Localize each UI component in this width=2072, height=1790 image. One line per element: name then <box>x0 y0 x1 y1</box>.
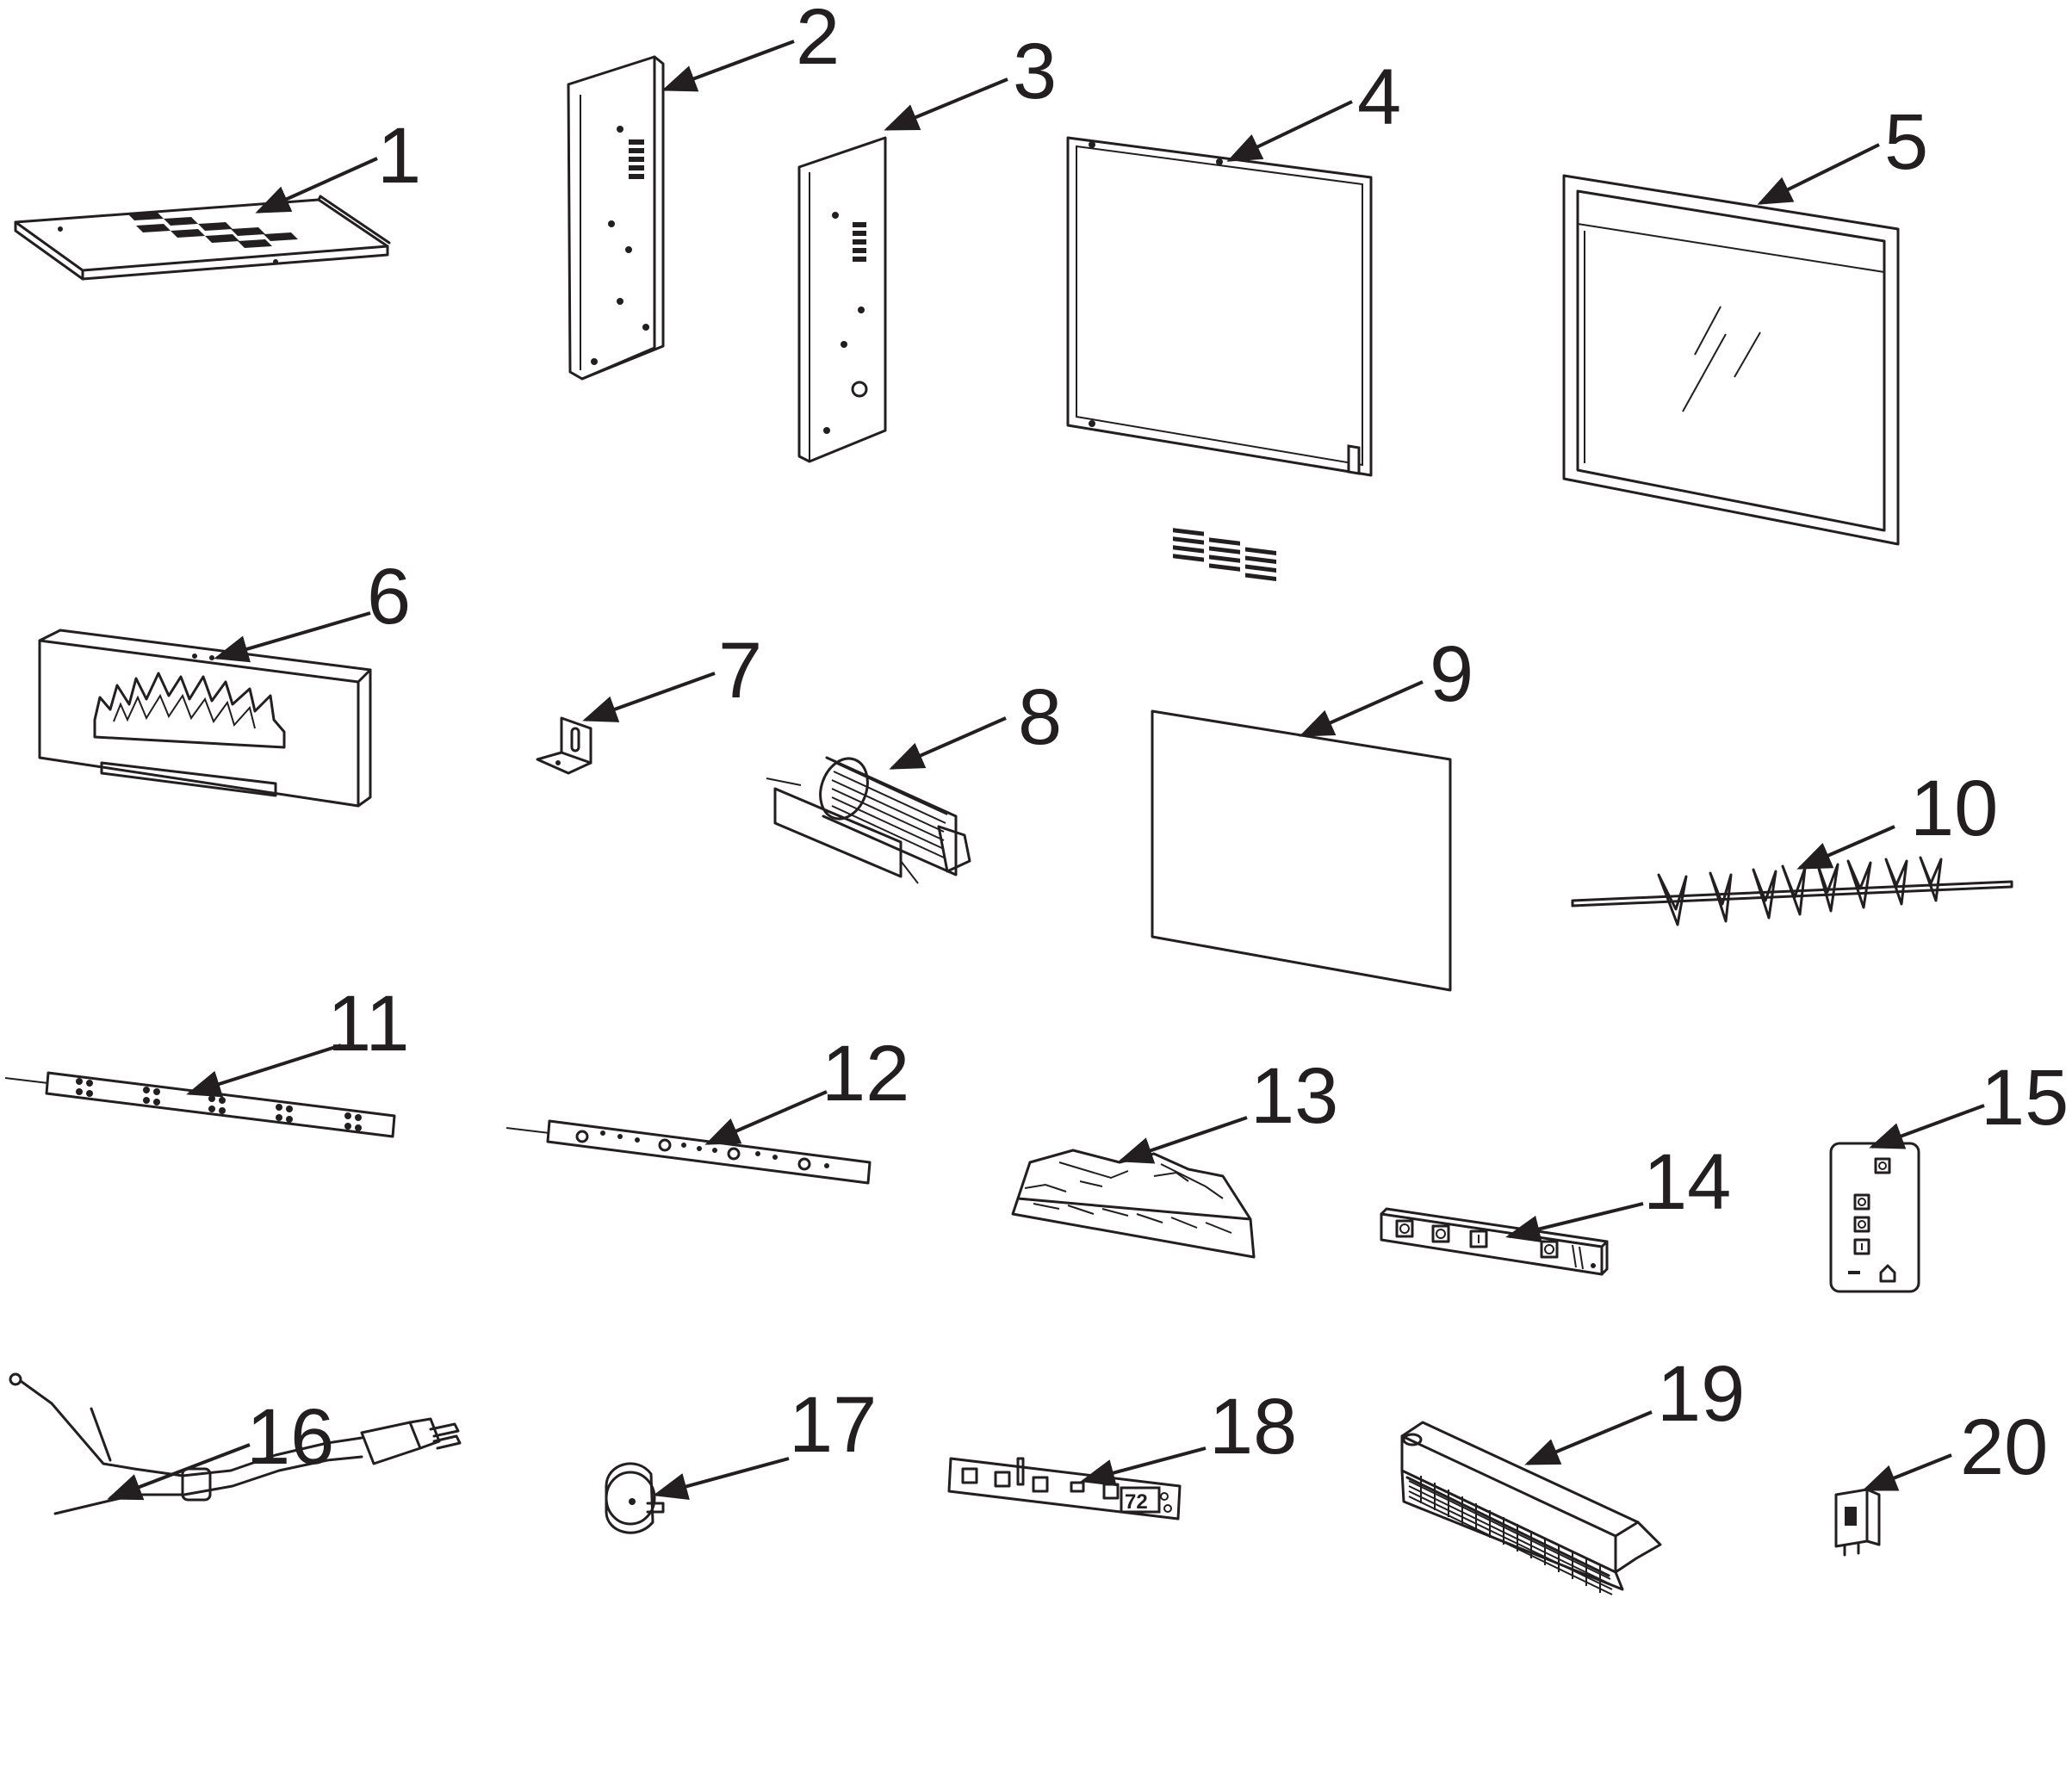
part-18-label: 18 <box>1209 1383 1297 1471</box>
leader-lines <box>107 40 1985 1501</box>
part-14-control-panel <box>1380 1207 1609 1276</box>
part-2-label: 2 <box>796 0 840 81</box>
part-18-circuit-board: 72 <box>947 1457 1182 1521</box>
part-11-label: 11 <box>327 980 410 1068</box>
part-17-sync-motor <box>605 1462 665 1534</box>
part-15-remote-control <box>1829 1142 1920 1293</box>
part-13-label: 13 <box>1250 1052 1338 1140</box>
part-16-power-cord <box>9 1372 462 1515</box>
part-14-label: 14 <box>1643 1138 1731 1226</box>
part-17-label: 17 <box>789 1381 877 1469</box>
part-8-label: 8 <box>1018 673 1062 761</box>
part-20-rocker-switch <box>1834 1488 1881 1557</box>
part-20-label: 20 <box>1960 1403 2048 1491</box>
part-labels: 1 2 3 4 5 6 7 8 9 10 11 12 13 14 15 16 1… <box>246 0 2069 1491</box>
part-12-led-strip <box>506 1119 872 1185</box>
part-10-flicker-rod <box>1571 856 2013 926</box>
part-7-label: 7 <box>718 627 762 715</box>
part-6-firebox <box>38 629 372 808</box>
part-9-glass-sheet <box>1151 709 1452 992</box>
part-15-label: 15 <box>1981 1054 2069 1142</box>
part-19-label: 19 <box>1657 1350 1745 1438</box>
part-1-label: 1 <box>377 112 421 200</box>
part-7-bracket <box>536 716 592 775</box>
part-5-glass-frame <box>1562 174 1900 546</box>
part-6-label: 6 <box>367 553 411 641</box>
part-3-label: 3 <box>1013 28 1057 115</box>
part-11-led-strip <box>4 1071 396 1138</box>
part-13-log-set <box>1011 1149 1256 1259</box>
part-2-side-panel <box>567 55 665 381</box>
part-10-label: 10 <box>1910 765 1998 852</box>
part-9-label: 9 <box>1430 630 1473 718</box>
part-4-back-panel <box>1066 136 1373 581</box>
part-12-label: 12 <box>822 1030 909 1118</box>
part-16-label: 16 <box>246 1393 334 1481</box>
part-5-label: 5 <box>1884 98 1928 186</box>
part-8-blower-motor <box>766 756 971 884</box>
display-readout: 72 <box>1125 1490 1148 1514</box>
part-1-top-grille-panel <box>14 195 391 281</box>
part-3-side-panel <box>797 136 887 463</box>
part-4-label: 4 <box>1357 53 1401 141</box>
part-19-heater <box>1400 1421 1662 1595</box>
